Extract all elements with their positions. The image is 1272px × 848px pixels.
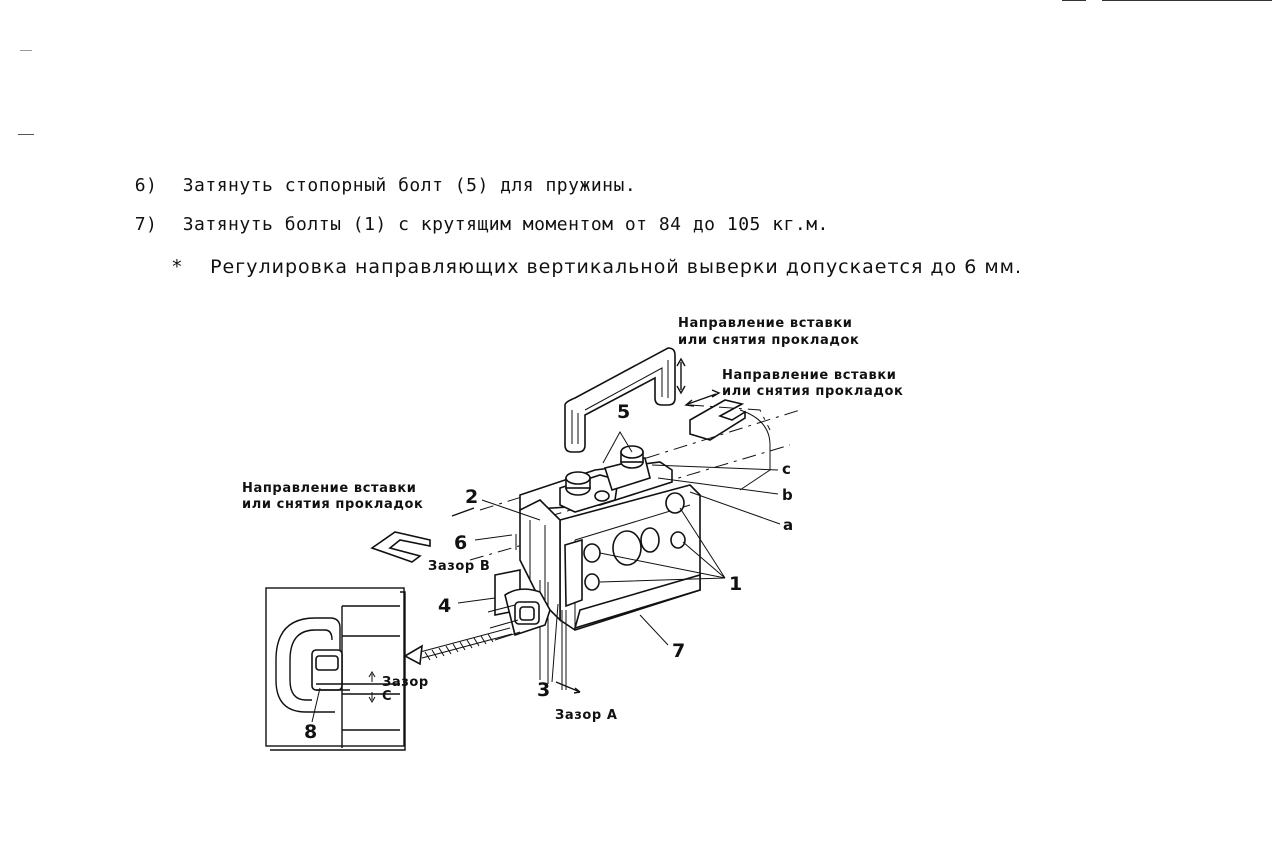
step-7-number: 7) xyxy=(134,214,158,235)
shim-left xyxy=(370,531,431,563)
label-a: a xyxy=(783,516,794,534)
step-6-number: 6) xyxy=(134,175,158,196)
margin-mark xyxy=(1102,0,1272,1)
insert-direction-left-line2: или снятия прокладок xyxy=(242,497,423,512)
insert-direction-right-line1: Направление вставки xyxy=(722,368,897,383)
label-7: 7 xyxy=(672,640,685,662)
label-c: c xyxy=(782,460,792,478)
step-7: 7) Затянуть болты (1) с крутящим моментом… xyxy=(112,193,829,235)
insert-direction-top-line2: или снятия прокладок xyxy=(678,333,859,348)
label-5: 5 xyxy=(617,401,630,423)
gap-b-label: Зазор B xyxy=(428,559,490,574)
label-2: 2 xyxy=(465,486,478,508)
margin-mark xyxy=(20,50,32,51)
insert-direction-right-line2: или снятия прокладок xyxy=(722,384,903,399)
label-6: 6 xyxy=(454,532,467,554)
step-6-text: Затянуть стопорный болт (5) для пружины. xyxy=(182,175,637,196)
label-1: 1 xyxy=(729,573,742,595)
insert-arrows xyxy=(451,357,721,517)
note-marker: * xyxy=(172,256,183,278)
label-b: b xyxy=(782,486,793,504)
leader-lines xyxy=(457,430,781,683)
note-text: Регулировка направляющих вертикальной вы… xyxy=(210,256,1023,278)
gap-c-word: Зазор xyxy=(382,675,429,690)
insert-direction-left-line1: Направление вставки xyxy=(242,481,417,496)
detail-pointer xyxy=(403,627,513,666)
adjustment-note: * Регулировка направляющих вертикальной в… xyxy=(158,234,1022,278)
margin-mark xyxy=(18,134,34,135)
label-4: 4 xyxy=(438,595,451,617)
guide-bracket xyxy=(487,445,701,694)
label-3: 3 xyxy=(537,679,550,701)
gap-c-letter: C xyxy=(382,689,392,704)
step-7-text: Затянуть болты (1) с крутящим моментом о… xyxy=(182,214,829,235)
margin-mark xyxy=(1062,0,1086,1)
shim-right xyxy=(689,399,746,441)
label-8: 8 xyxy=(304,721,317,743)
shim-top xyxy=(564,347,676,453)
gap-a-label: Зазор A xyxy=(555,708,618,723)
step-6: 6) Затянуть стопорный болт (5) для пружин… xyxy=(112,154,636,196)
insert-direction-top-line1: Направление вставки xyxy=(678,316,853,331)
detail-view xyxy=(265,587,406,751)
